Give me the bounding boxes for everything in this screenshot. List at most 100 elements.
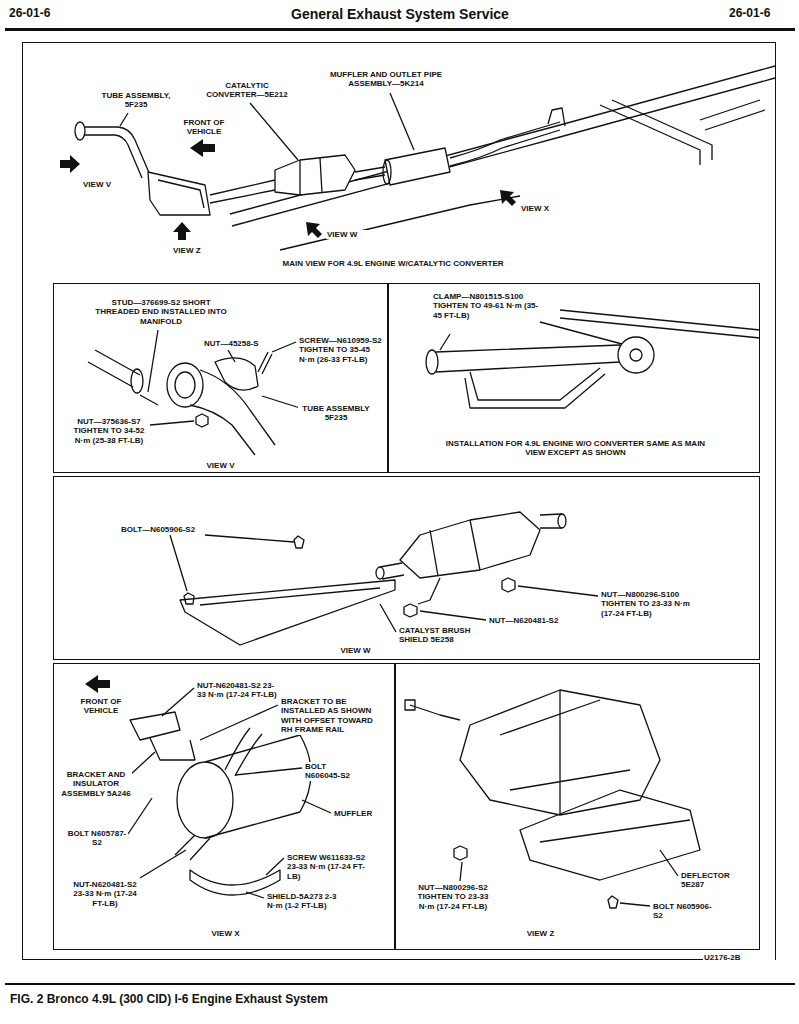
line-art: [131, 369, 143, 393]
line-art: [306, 222, 322, 238]
line-art: [460, 690, 660, 815]
callout-label: NUT—N800296-S100 TIGHTEN TO 23-33 N·m (1…: [600, 590, 702, 618]
line-art: [148, 172, 210, 215]
line-art: [88, 350, 140, 387]
callout-label: FRONT OF VEHICLE: [176, 118, 233, 137]
line-art: [560, 310, 760, 338]
callout-label: BOLT—N605906-S2: [120, 525, 217, 534]
line-art: [294, 536, 304, 548]
line-art: [225, 728, 262, 776]
line-art: [167, 363, 203, 407]
callout-label: VIEW Z: [172, 246, 214, 255]
line-art: [430, 520, 480, 576]
line-art: [215, 358, 258, 390]
line-art: [75, 66, 775, 908]
callout-label: VIEW V: [82, 180, 124, 189]
line-art: [275, 155, 355, 195]
callout-label: NUT—N620481-S2: [488, 616, 580, 625]
line-art: [426, 350, 438, 374]
callout-label: MUFFLER AND OUTLET PIPE ASSEMBLY—5K214: [318, 70, 455, 89]
callout-label: TUBE ASSEMBLY, 5F235: [95, 91, 177, 110]
callout-label: VIEW W: [326, 230, 368, 239]
line-art: [230, 66, 775, 214]
line-art: [400, 512, 540, 578]
line-art: [140, 395, 158, 405]
line-art: [500, 190, 516, 206]
line-art: [630, 349, 642, 361]
callout-label: MUFFLER: [333, 809, 385, 818]
view-caption: VIEW W: [316, 646, 396, 655]
line-art: [158, 180, 204, 208]
callout-label: NUT-N620481-S2 23-33 N·m (17-24 FT-LB): [196, 681, 278, 700]
line-art: [700, 100, 765, 130]
callout-label: SCREW—N610959-S2 TIGHTEN TO 35-45 N·m (2…: [298, 336, 385, 364]
callout-label: U2176-2B: [703, 953, 775, 962]
callout-label: TUBE ASSEMBLY 5F235: [298, 404, 375, 423]
callout-label: SHIELD-5A273 2-3 N·m (1-2 FT-LB): [266, 892, 353, 911]
line-art: [540, 514, 562, 528]
figure-caption: FIG. 2 Bronco 4.9L (300 CID) I-6 Engine …: [10, 992, 328, 1006]
callout-label: NUT-N620481-S2 23-33 N·m (17-24 FT-LB): [67, 880, 144, 908]
line-art: [196, 414, 208, 427]
line-art: [190, 370, 275, 455]
view-caption: MAIN VIEW FOR 4.9L ENGINE W/CATALYTIC CO…: [243, 259, 543, 268]
line-art: [5, 983, 795, 985]
line-art: [436, 345, 620, 372]
line-art: [385, 148, 450, 185]
callout-label: CATALYTIC CONVERTER—5E212: [199, 81, 296, 100]
line-art: [190, 139, 215, 157]
line-art: [130, 712, 180, 740]
view-caption: INSTALLATION FOR 4.9L ENGINE W/O CONVERT…: [441, 439, 711, 458]
line-art: [300, 158, 322, 195]
line-art: [404, 604, 417, 617]
line-art: [175, 372, 195, 398]
line-art: [600, 100, 712, 165]
line-art: [376, 567, 384, 579]
page-title: General Exhaust System Service: [291, 6, 509, 23]
line-art: [60, 155, 80, 173]
line-art: [454, 846, 467, 860]
callout-label: BOLT N606045-S2: [304, 762, 361, 781]
line-art: [5, 28, 795, 31]
line-art: [540, 820, 690, 842]
line-art: [5, 28, 795, 985]
line-art: [465, 368, 605, 408]
line-art: [205, 735, 300, 838]
view-caption: VIEW Z: [501, 929, 581, 938]
line-art: [618, 337, 654, 373]
line-art: [232, 78, 775, 226]
callout-label: NUT—375636-S7 TIGHTEN TO 34-52 N·m (25-3…: [68, 417, 150, 445]
line-art: [280, 196, 520, 250]
line-art: [210, 180, 275, 203]
callout-label: BOLT N605906-S2: [652, 902, 714, 921]
callout-label: CATALYST BRUSH SHIELD 5E258: [398, 626, 490, 645]
line-art: [502, 578, 515, 592]
view-caption: VIEW V: [161, 461, 281, 470]
callout-label: NUT—N800296-S2 TIGHTEN TO 23-33 N·m (17-…: [410, 883, 497, 911]
line-art: [75, 122, 85, 140]
line-art: [380, 563, 404, 579]
line-art: [405, 700, 415, 710]
line-art: [173, 222, 191, 240]
callout-label: STUD—376699-S2 SHORT THREADED END INSTAL…: [90, 298, 232, 326]
callout-label: VIEW X: [520, 204, 562, 213]
callout-label: SCREW W611633-S2 23-33 N·m (17-24 FT-LB): [286, 853, 373, 881]
line-art: [85, 127, 150, 175]
line-art: [170, 535, 598, 632]
line-art: [175, 835, 210, 860]
callout-label: CLAMP—N801515-S100 TIGHTEN TO 49-61 N·m …: [432, 292, 544, 320]
line-art: [60, 139, 516, 693]
line-art: [150, 738, 195, 760]
line-art: [418, 578, 440, 604]
line-art: [85, 135, 142, 178]
line-art: [148, 330, 300, 425]
line-art: [410, 705, 460, 720]
line-art: [608, 896, 618, 908]
page-number: 26-01-6: [728, 6, 796, 20]
line-art: [558, 514, 566, 528]
line-art: [85, 675, 110, 693]
callout-label: BOLT N605787-S2: [66, 829, 128, 848]
callout-label: BRACKET TO BE INSTALLED AS SHOWN WITH OF…: [280, 697, 387, 735]
line-art: [520, 790, 700, 880]
line-art: [355, 167, 385, 180]
